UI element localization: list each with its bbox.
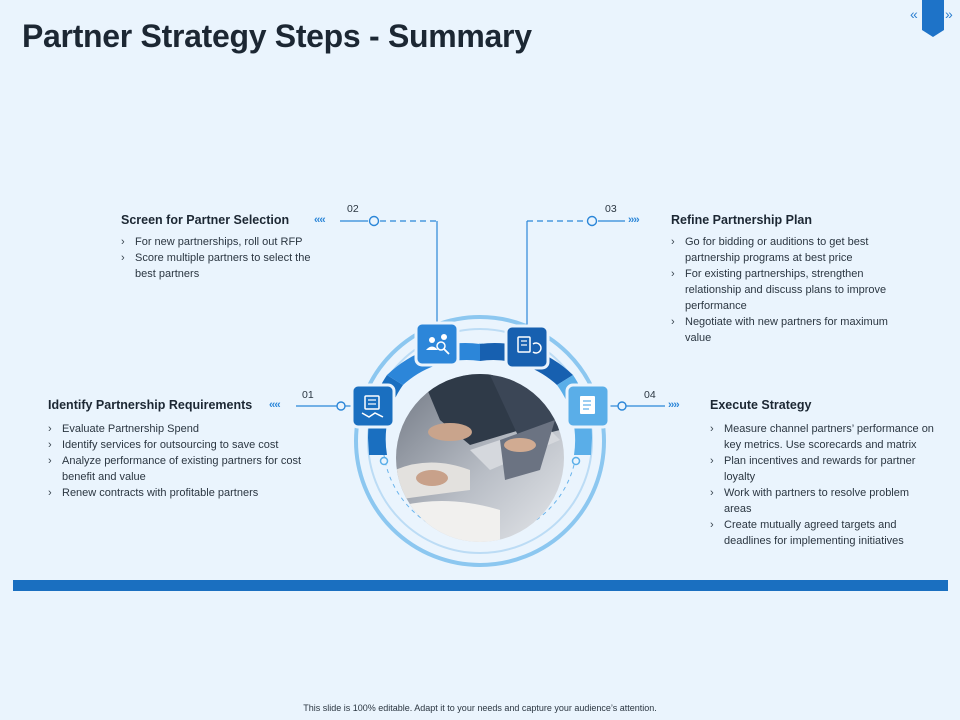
step-bullets-02: For new partnerships, roll out RFP Score… xyxy=(121,234,321,282)
nav-tab xyxy=(922,0,944,37)
list-item: Renew contracts with profitable partners xyxy=(48,485,310,501)
step-title-02: Screen for Partner Selection xyxy=(121,213,290,227)
icon-tile-02 xyxy=(414,321,460,367)
icon-tile-01 xyxy=(350,383,396,429)
connectors xyxy=(296,220,665,407)
step-title-03: Refine Partnership Plan xyxy=(671,213,813,227)
nav-next-icon[interactable]: » xyxy=(945,6,953,22)
outer-ring xyxy=(367,328,593,554)
outer-ring-thick xyxy=(354,315,606,567)
list-item: Analyze performance of existing partners… xyxy=(48,453,310,485)
step-number-01: 01 xyxy=(302,389,314,401)
step-number-03: 03 xyxy=(605,203,617,215)
icon-tile-03 xyxy=(504,324,550,370)
step-bullets-03: Go for bidding or auditions to get best … xyxy=(671,234,896,346)
step-bullets-01: Evaluate Partnership Spend Identify serv… xyxy=(48,421,310,501)
list-item: Go for bidding or auditions to get best … xyxy=(671,234,896,266)
list-item: Plan incentives and rewards for partner … xyxy=(710,453,938,485)
list-item: Evaluate Partnership Spend xyxy=(48,421,310,437)
business-meeting-photo xyxy=(396,374,564,542)
list-item: Identify services for outsourcing to sav… xyxy=(48,437,310,453)
list-item: Create mutually agreed targets and deadl… xyxy=(710,517,938,549)
chevrons-left-01: ‹‹‹‹ xyxy=(269,399,281,411)
step-number-02: 02 xyxy=(347,203,359,215)
footer-note: This slide is 100% editable. Adapt it to… xyxy=(303,703,657,713)
chevrons-right-03: ›››› xyxy=(628,214,640,226)
bottom-accent-bar xyxy=(13,580,948,591)
list-item: Work with partners to resolve problem ar… xyxy=(710,485,938,517)
icon-tile-04 xyxy=(565,383,611,429)
step-number-04: 04 xyxy=(644,389,656,401)
list-item: Score multiple partners to select the be… xyxy=(121,250,321,282)
list-item: Measure channel partners’ performance on… xyxy=(710,421,938,453)
page-title: Partner Strategy Steps - Summary xyxy=(22,18,532,54)
chevrons-left-02: ‹‹‹‹ xyxy=(314,214,326,226)
list-item: For new partnerships, roll out RFP xyxy=(121,234,321,250)
list-item: For existing partnerships, strengthen re… xyxy=(671,266,896,314)
chevrons-right-04: ›››› xyxy=(668,399,680,411)
list-item: Negotiate with new partners for maximum … xyxy=(671,314,896,346)
step-title-01: Identify Partnership Requirements xyxy=(48,398,253,412)
step-title-04: Execute Strategy xyxy=(710,398,812,412)
nav-prev-icon[interactable]: « xyxy=(910,6,918,22)
step-bullets-04: Measure channel partners’ performance on… xyxy=(710,421,938,549)
